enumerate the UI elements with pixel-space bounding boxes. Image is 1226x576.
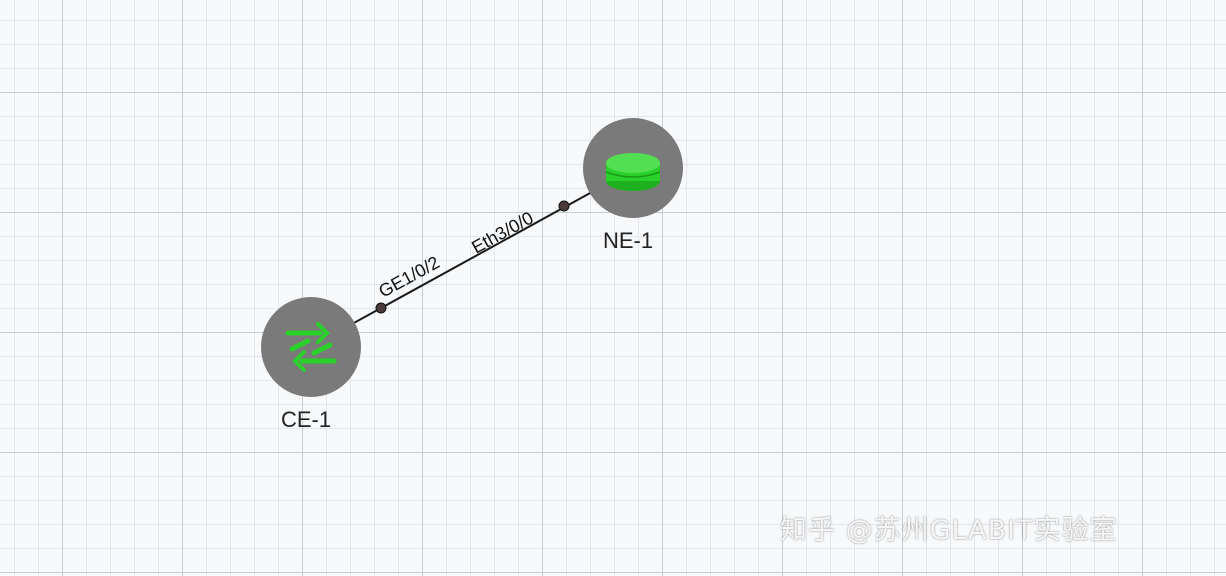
device-ce-1[interactable]: CE-1: [261, 297, 361, 432]
router-icon: [605, 153, 661, 191]
watermark: 知乎 @苏州GLABIT实验室: [780, 515, 1118, 546]
device-label: NE-1: [603, 228, 653, 253]
port-endpoint-ge1-0-2[interactable]: [375, 302, 387, 314]
device-circle[interactable]: [261, 297, 361, 397]
switch-icon: [285, 322, 337, 372]
device-label: CE-1: [281, 407, 331, 432]
port-label-ge1-0-2: GE1/0/2: [375, 252, 443, 301]
link-line[interactable]: [351, 191, 593, 325]
port-endpoint-eth3-0-0[interactable]: [558, 200, 570, 212]
device-ne-1[interactable]: NE-1: [583, 118, 683, 253]
link-ce1-ne1[interactable]: GE1/0/2 Eth3/0/0: [351, 191, 593, 325]
port-label-eth3-0-0: Eth3/0/0: [468, 208, 536, 258]
